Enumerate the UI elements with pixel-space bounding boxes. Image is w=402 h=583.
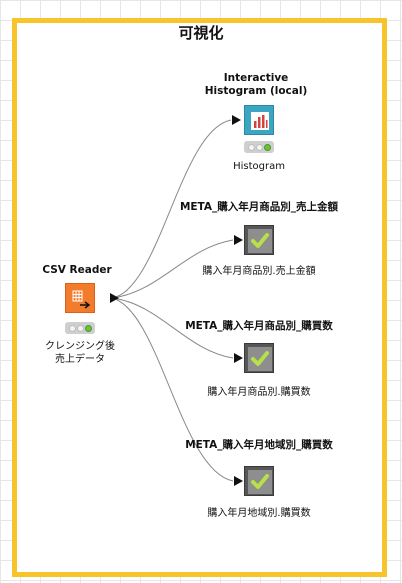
meta3-input-port[interactable] xyxy=(234,476,243,486)
histogram-title-line1: Interactive xyxy=(223,72,289,84)
csv-reader-node[interactable] xyxy=(65,283,95,313)
bar-chart-icon xyxy=(251,112,269,130)
meta3-label[interactable]: 購入年月地域別.購買数 xyxy=(207,508,311,519)
status-light-green xyxy=(84,324,92,332)
status-light xyxy=(255,143,263,151)
meta2-title: META_購入年月商品別_購買数 xyxy=(185,320,333,332)
table-arrow-icon xyxy=(72,290,91,309)
meta2-input-port[interactable] xyxy=(234,353,243,363)
histogram-title-line2: Histogram (local) xyxy=(204,85,308,97)
status-light-green xyxy=(263,143,271,151)
status-light xyxy=(76,324,84,332)
checkmark-icon xyxy=(248,347,272,371)
status-light xyxy=(68,324,76,332)
histogram-status xyxy=(244,141,274,153)
histogram-input-port[interactable] xyxy=(232,115,241,125)
edge-csv-to-meta2[interactable] xyxy=(111,297,234,359)
meta3-node[interactable] xyxy=(244,466,274,496)
meta3-title: META_購入年月地域別_購買数 xyxy=(185,439,333,451)
edge-csv-to-meta3[interactable] xyxy=(111,297,234,482)
csv-reader-label-line2: 売上データ xyxy=(55,354,105,365)
csv-reader-label[interactable]: クレンジング後 売上データ xyxy=(20,340,140,366)
csv-reader-title: CSV Reader xyxy=(42,264,112,276)
status-light xyxy=(247,143,255,151)
histogram-label[interactable]: Histogram xyxy=(233,161,285,172)
csv-reader-status xyxy=(65,322,95,334)
meta1-title: META_購入年月商品別_売上金額 xyxy=(179,201,339,213)
csv-output-port[interactable] xyxy=(110,293,119,303)
checkmark-icon xyxy=(248,470,272,494)
frame-title: 可視化 xyxy=(178,24,224,42)
checkmark-icon xyxy=(248,229,272,253)
csv-reader-label-line1: クレンジング後 xyxy=(45,341,115,352)
edge-csv-to-histogram[interactable] xyxy=(111,119,232,299)
meta2-node[interactable] xyxy=(244,343,274,373)
meta2-label[interactable]: 購入年月商品別.購買数 xyxy=(207,387,311,398)
edge-csv-to-meta1[interactable] xyxy=(111,239,234,299)
histogram-title: Interactive Histogram (local) xyxy=(186,72,326,98)
meta1-label[interactable]: 購入年月商品別.売上金額 xyxy=(202,266,316,277)
meta1-input-port[interactable] xyxy=(234,235,243,245)
histogram-node[interactable] xyxy=(244,105,274,135)
meta1-node[interactable] xyxy=(244,225,274,255)
